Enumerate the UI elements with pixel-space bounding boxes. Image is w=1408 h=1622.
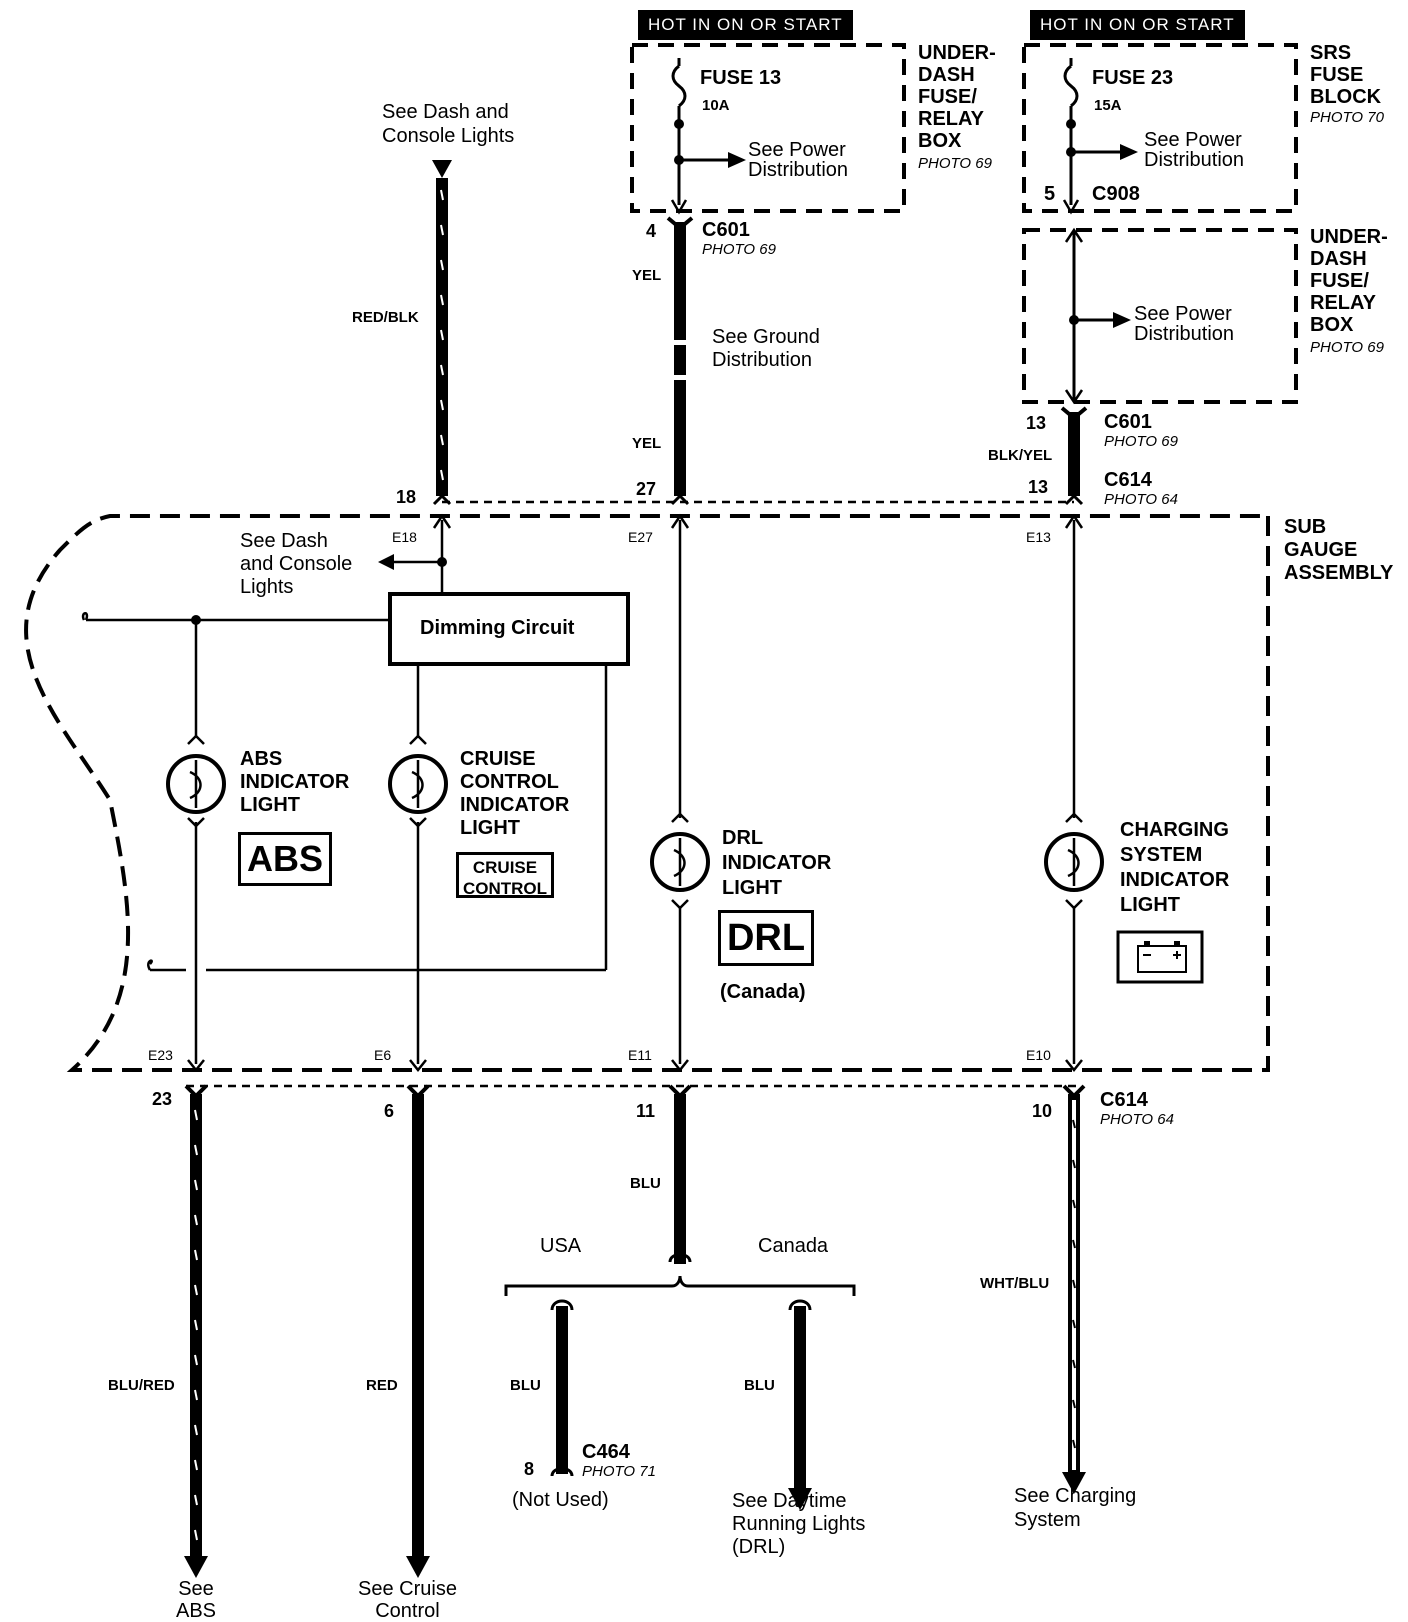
usa-label: USA	[540, 1235, 582, 1257]
fuse-box-1-see-power: See Power Distribution	[748, 139, 849, 181]
pin-e11: E11	[628, 1047, 652, 1063]
abs-bulb	[166, 734, 226, 828]
c601-name: C601	[702, 219, 750, 241]
fuse-box-2-see-power: See Power Distribution	[1144, 129, 1245, 171]
c601-photo: PHOTO 69	[702, 241, 776, 258]
relay-box-see-power: See Power Distribution	[1134, 303, 1235, 345]
c614-top-photo: PHOTO 64	[1104, 491, 1178, 508]
see-cruise-control-label: See Cruise Control	[358, 1578, 457, 1622]
c601b-photo: PHOTO 69	[1104, 433, 1178, 450]
c614-pin-23: 23	[152, 1089, 173, 1109]
dimming-circuit-box	[388, 592, 630, 666]
c614-bottom-photo: PHOTO 64	[1100, 1111, 1174, 1128]
c464-pin-8: 8	[524, 1459, 535, 1479]
wire-blu-red: BLU/RED	[108, 1377, 175, 1394]
sub-gauge-assembly-outline	[24, 514, 1270, 1072]
charging-indicator-label: CHARGING SYSTEM INDICATOR LIGHT	[1120, 819, 1230, 916]
fuse-23-rating: 15A	[1094, 97, 1122, 114]
wire-wht-blu: WHT/BLU	[980, 1275, 1050, 1292]
fuse-box-2-banner: HOT IN ON OR START	[1030, 10, 1245, 40]
drl-bulb	[650, 812, 710, 910]
pin-e18: E18	[392, 529, 417, 545]
c908-pin: 5	[1044, 183, 1056, 205]
wire-red-blk: RED/BLK	[352, 309, 419, 326]
c614-pin-10: 10	[1032, 1101, 1053, 1121]
see-abs-label: See ABS	[176, 1578, 217, 1622]
pin-e13: E13	[1026, 529, 1051, 545]
fuse-box-1-outline	[630, 43, 906, 213]
see-charging-system-label: See Charging System	[1014, 1485, 1137, 1531]
cruise-control-icon: CRUISE CONTROL	[456, 852, 554, 898]
abs-indicator-label: ABS INDICATOR LIGHT	[240, 748, 350, 816]
relay-box-outline	[1022, 228, 1298, 404]
fuse-box-1-name: UNDER- DASH FUSE/ RELAY BOX	[918, 42, 996, 152]
fuse-box-2-outline	[1022, 43, 1298, 213]
charging-bulb	[1044, 812, 1104, 910]
relay-box-photo: PHOTO 69	[1310, 339, 1384, 356]
pin-e10: E10	[1026, 1047, 1051, 1063]
c614-bottom-name: C614	[1100, 1089, 1148, 1111]
wire-yel-lower: YEL	[632, 435, 662, 452]
fuse-13-label: FUSE 13	[700, 67, 782, 89]
sub-gauge-assembly-name: SUB GAUGE ASSEMBLY	[1284, 516, 1394, 584]
cruise-bulb	[388, 734, 448, 828]
fuse-box-1-banner: HOT IN ON OR START	[638, 10, 853, 40]
see-ground-distribution: See Ground Distribution	[712, 326, 820, 371]
c601b-name: C601	[1104, 411, 1152, 433]
fuse-box-2-photo: PHOTO 70	[1310, 109, 1384, 126]
dimming-circuit-label: Dimming Circuit	[420, 617, 575, 639]
c908-connector: C908	[1092, 183, 1140, 205]
drl-canada: (Canada)	[720, 981, 806, 1003]
wire-blu-center: BLU	[630, 1175, 661, 1192]
not-used-label: (Not Used)	[512, 1489, 609, 1511]
see-drl-label: See Daytime Running Lights (DRL)	[732, 1490, 866, 1558]
pin-e6: E6	[374, 1047, 392, 1063]
abs-icon: ABS	[238, 832, 332, 886]
cruise-indicator-label: CRUISE CONTROL INDICATOR LIGHT	[460, 748, 570, 839]
drl-icon: DRL	[718, 910, 814, 966]
pin-e23: E23	[148, 1047, 173, 1063]
c614-pin-18: 18	[396, 487, 417, 507]
c601-pin-4: 4	[646, 221, 657, 241]
fuse-13-rating: 10A	[702, 97, 730, 114]
c614-pin-27: 27	[636, 479, 657, 499]
c614-pin-6: 6	[384, 1101, 395, 1121]
wire-yel-upper: YEL	[632, 267, 662, 284]
c614-pin-13: 13	[1028, 477, 1049, 497]
c464-name: C464	[582, 1441, 630, 1463]
drl-indicator-label: DRL INDICATOR LIGHT	[722, 827, 832, 899]
pin-e27: E27	[628, 529, 653, 545]
relay-box-name: UNDER- DASH FUSE/ RELAY BOX	[1310, 226, 1388, 336]
fuse-box-1-photo: PHOTO 69	[918, 155, 992, 172]
wire-blu-usa: BLU	[510, 1377, 541, 1394]
wire-blk-yel: BLK/YEL	[988, 447, 1053, 464]
wire-blu-canada: BLU	[744, 1377, 775, 1394]
fuse-box-2-name: SRS FUSE BLOCK	[1310, 42, 1382, 108]
see-dash-console-lights-2: See Dash and Console Lights	[240, 530, 353, 598]
fuse-23-label: FUSE 23	[1092, 67, 1174, 89]
c464-photo: PHOTO 71	[582, 1463, 656, 1480]
c614-top-name: C614	[1104, 469, 1152, 491]
wire-red: RED	[366, 1377, 398, 1394]
c614-pin-11: 11	[636, 1101, 656, 1121]
battery-icon	[1116, 930, 1204, 984]
see-dash-console-lights: See Dash and Console Lights	[382, 101, 515, 147]
c601-pin-13: 13	[1026, 413, 1047, 433]
canada-label: Canada	[758, 1235, 829, 1257]
